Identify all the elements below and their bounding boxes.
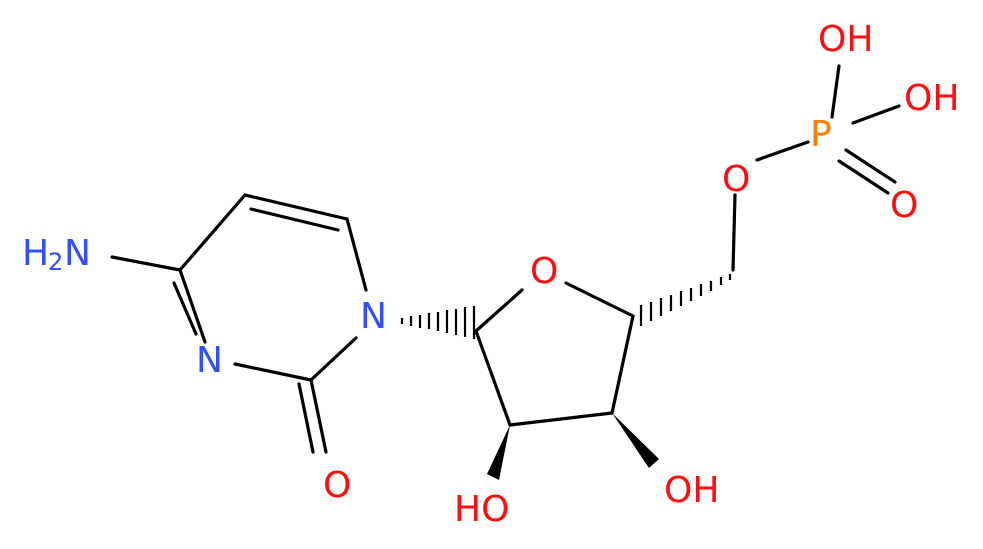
atom-oh-right: OH	[904, 78, 959, 119]
bond-p-o-double-a	[844, 148, 897, 184]
wedge-bond-c3-oh	[612, 413, 659, 468]
bond-c3-c4	[610, 314, 635, 415]
bond-c5-o5	[731, 193, 737, 272]
atom-nh2-n: N	[64, 233, 91, 274]
atom-p: P	[810, 114, 832, 155]
bond-c6-n1	[345, 217, 368, 292]
wedge-bond-c2-oh	[487, 425, 510, 480]
bond-p-oh-top	[830, 64, 841, 119]
bond-c4-c5	[178, 193, 247, 272]
atom-o-carbonyl: O	[323, 465, 351, 506]
bond-n3-c4-double	[172, 281, 198, 336]
atom-nh2-subscript: 2	[48, 248, 63, 276]
hashed-bond-c4-c5	[639, 274, 732, 326]
bond-c1-o4	[474, 288, 524, 333]
atom-n3: N	[196, 340, 223, 381]
bond-c2-c3	[508, 411, 614, 427]
bond-c5-c6-double	[249, 207, 340, 232]
stereo-bonds	[400, 274, 732, 480]
bond-c5-c6	[243, 193, 349, 221]
atom-n1: N	[360, 296, 387, 337]
cytosine-ring-bonds	[110, 193, 368, 454]
atom-o-ring: O	[530, 251, 558, 292]
atom-o-double: O	[890, 185, 918, 226]
bond-n1-c2	[309, 336, 358, 382]
bond-c2-n3	[233, 362, 313, 382]
bond-n3-c4	[178, 268, 207, 344]
bond-p-oh-right	[851, 104, 901, 125]
bond-c2-o-double	[297, 382, 315, 454]
bond-c2-o	[309, 378, 328, 454]
bond-c1-c2	[474, 329, 512, 427]
atom-oh-c2: HO	[454, 489, 509, 530]
atom-labels: H 2 N N N O O O P OH OH O HO OH	[22, 19, 959, 530]
bond-o5-p	[755, 140, 810, 162]
bond-p-o-double-b	[837, 159, 890, 195]
bond-c4-nh2	[110, 255, 182, 272]
ribose-ring-bonds	[474, 64, 901, 427]
atom-oh-c3: OH	[664, 470, 719, 511]
atom-o-ester: O	[722, 159, 750, 200]
atom-nh2-h: H	[22, 233, 49, 274]
bond-o4-c4	[564, 281, 635, 318]
atom-oh-top: OH	[818, 19, 873, 60]
hashed-bond-n1-c1	[400, 306, 476, 339]
